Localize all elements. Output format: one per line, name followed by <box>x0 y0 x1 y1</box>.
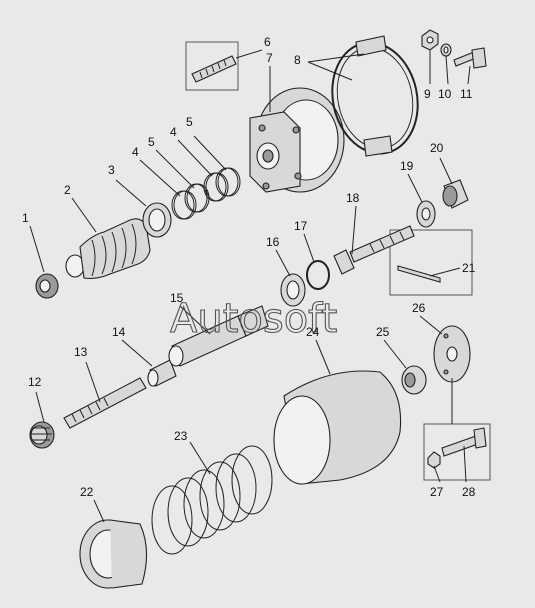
callout-16: 16 <box>266 235 280 249</box>
callout-19: 19 <box>400 159 414 173</box>
callout-3: 3 <box>108 163 115 177</box>
callout-18: 18 <box>346 191 360 205</box>
part-7-housing <box>249 87 345 193</box>
part-27-nut <box>427 451 441 469</box>
callout-24: 24 <box>306 325 320 339</box>
part-3-ring <box>142 202 172 238</box>
part-22-sleeve <box>79 519 148 589</box>
callout-11: 11 <box>460 87 473 101</box>
part-25-nut <box>401 365 427 395</box>
part-13-rod <box>63 377 147 429</box>
part-8-clamp-band <box>331 35 419 157</box>
part-21-pin <box>397 265 441 283</box>
inset-box-pin <box>389 229 473 296</box>
callout-2: 2 <box>64 183 71 197</box>
callout-20: 20 <box>430 141 444 155</box>
part-28-bolt <box>441 427 487 457</box>
part-6-stud <box>191 55 237 83</box>
part-12-nut <box>29 421 55 449</box>
watermark-text: Autosoft <box>170 296 337 342</box>
part-14-bushing <box>147 359 177 387</box>
part-1-nut <box>35 273 59 299</box>
part-23-spring <box>151 445 273 555</box>
part-2-boot <box>65 218 151 280</box>
callout-15: 15 <box>170 291 184 305</box>
callout-7: 7 <box>266 51 273 65</box>
callout-5a: 5 <box>148 135 155 149</box>
callout-22: 22 <box>80 485 94 499</box>
callout-4a: 4 <box>132 145 139 159</box>
callout-10: 10 <box>438 87 452 101</box>
inset-box-bolt <box>423 423 491 481</box>
callout-28: 28 <box>462 485 476 499</box>
part-4-ring-b <box>203 172 229 202</box>
callout-9: 9 <box>424 87 431 101</box>
callout-25: 25 <box>376 325 390 339</box>
inset-box-stud <box>185 41 239 91</box>
callout-27: 27 <box>430 485 444 499</box>
part-15-piston-rod <box>168 305 269 367</box>
part-9-nut <box>421 29 439 51</box>
part-5-ring-a <box>184 183 210 213</box>
part-10-washer <box>440 43 452 57</box>
part-16-seal <box>280 273 306 307</box>
part-24-diaphragm <box>273 370 402 485</box>
leader-lines <box>29 49 471 523</box>
callout-26: 26 <box>412 301 426 315</box>
callout-21: 21 <box>462 261 476 275</box>
callout-5b: 5 <box>186 115 193 129</box>
part-11-bolt <box>453 47 487 69</box>
callout-6: 6 <box>264 35 271 49</box>
part-19-washer <box>416 200 436 228</box>
part-20-fitting <box>442 179 469 209</box>
callout-14: 14 <box>112 325 126 339</box>
part-18-bolt <box>333 225 415 275</box>
callout-4b: 4 <box>170 125 177 139</box>
callout-17: 17 <box>294 219 308 233</box>
part-17-seal <box>306 260 330 290</box>
callout-23: 23 <box>174 429 188 443</box>
callout-8: 8 <box>294 53 301 67</box>
part-26-plate <box>433 325 471 383</box>
callout-1: 1 <box>22 211 29 225</box>
part-4-ring-a <box>171 190 197 220</box>
callout-13: 13 <box>74 345 88 359</box>
part-5-ring-b <box>215 167 241 197</box>
callout-12: 12 <box>28 375 42 389</box>
